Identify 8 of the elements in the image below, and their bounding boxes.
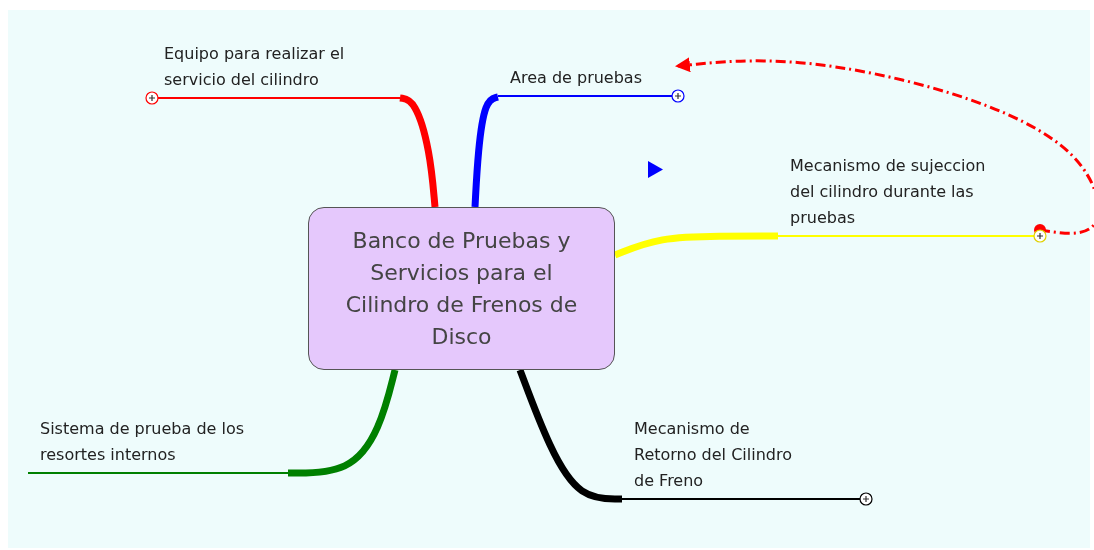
central-topic-box [308, 207, 615, 370]
dashed-arrow [675, 57, 1094, 236]
topic-text: Mecanismo de sujeccion del cilindro durante las pruebas [790, 155, 987, 229]
topic-text: Area de pruebas [510, 67, 642, 89]
central-topic-text: Banco de Pruebas y Servicios para el Cilindro de Frenos de Disco [344, 226, 579, 351]
topic-text: Equipo para realizar el servicio del cilindro [164, 43, 346, 91]
topic-text: Sistema de prueba de los resortes internos [40, 418, 246, 466]
topic-text: Mecanismo de Retorno del Cilindro de Freno [634, 418, 793, 492]
